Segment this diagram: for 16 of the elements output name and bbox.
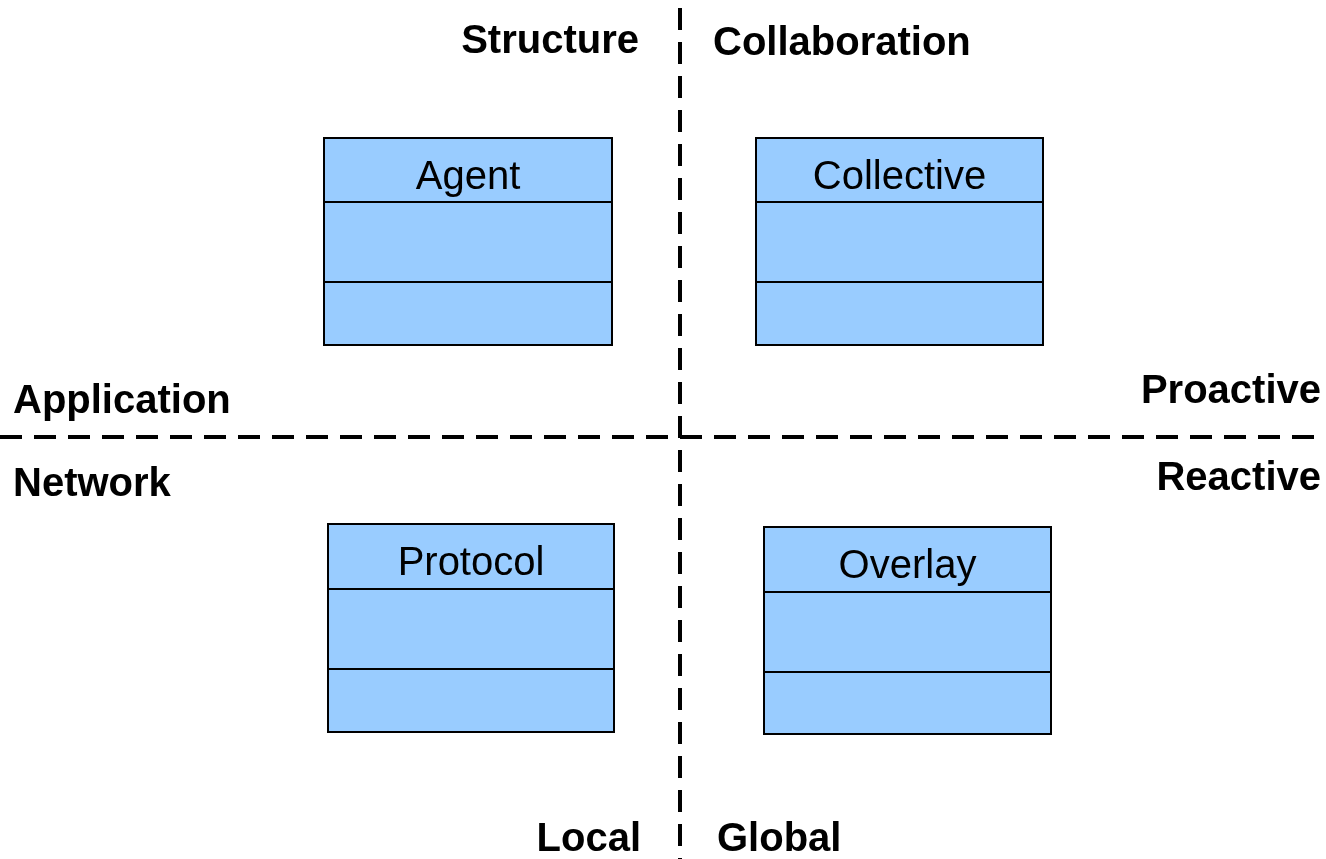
class-name: Overlay: [838, 542, 977, 586]
axis-label: Network: [13, 459, 171, 505]
class-name: Agent: [415, 153, 521, 197]
class-name: Collective: [812, 153, 987, 197]
class-box: [755, 137, 1044, 346]
axis-label: Proactive: [1140, 366, 1321, 412]
class-box: [763, 526, 1052, 735]
class-box: [327, 523, 615, 733]
axis-label: Global: [717, 814, 842, 859]
axis-label: Reactive: [1156, 453, 1321, 499]
axis-label: Structure: [461, 16, 639, 62]
class-name: Protocol: [397, 539, 545, 583]
axis-label: Local: [536, 814, 641, 859]
class-box: [323, 137, 613, 346]
axis-label: Application: [13, 376, 231, 422]
axis-label: Collaboration: [713, 18, 971, 64]
